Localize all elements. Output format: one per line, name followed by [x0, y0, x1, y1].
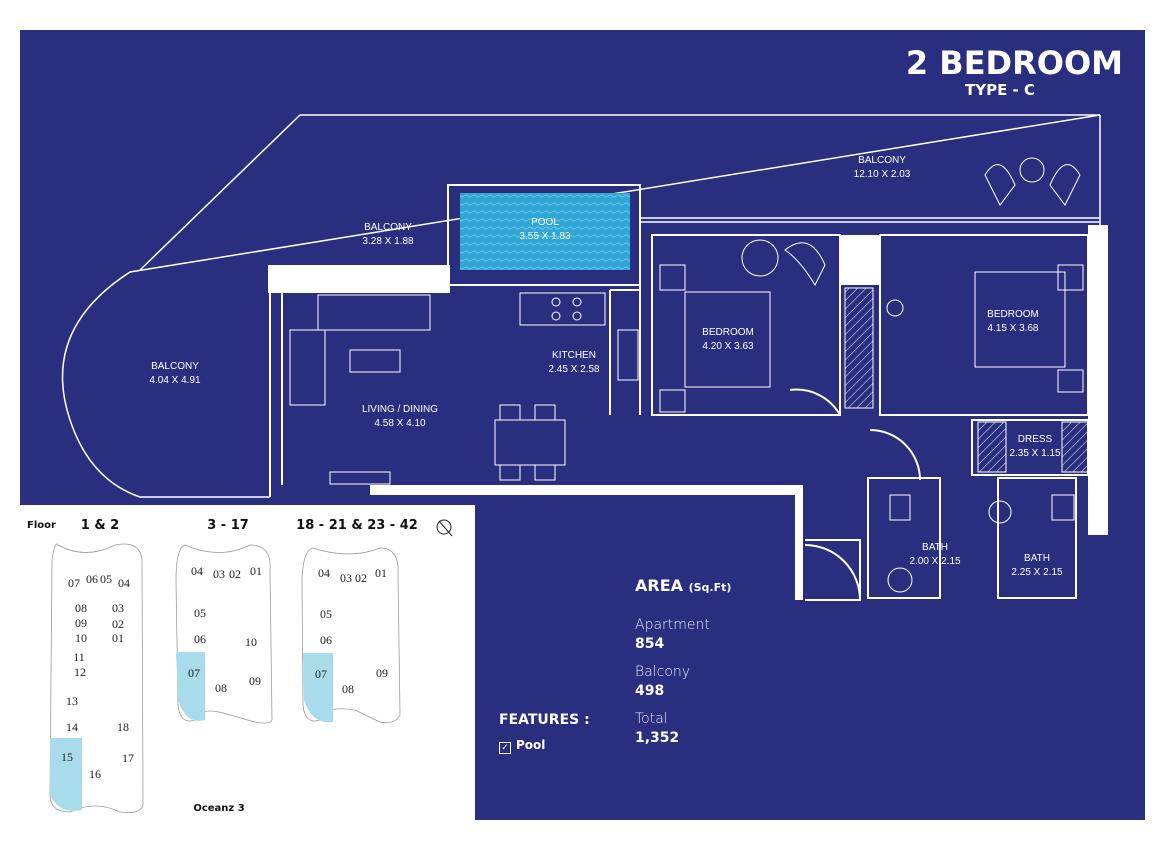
unit-label: 01 — [375, 566, 387, 580]
unit-label: 03 — [112, 601, 124, 615]
unit-label: 09 — [75, 616, 87, 630]
interior-walls — [269, 184, 1089, 601]
area-label: Apartment — [635, 617, 710, 633]
area-summary: AREA (Sq.Ft) Apartment 854 Balcony 498 T… — [635, 576, 731, 746]
unit-label: 05 — [320, 607, 332, 621]
room-name: BATH — [922, 542, 948, 553]
room-size: 2.25 X 2.15 — [1011, 567, 1063, 578]
floor-group-label: 3 - 17 — [207, 518, 249, 533]
compass-icon — [436, 519, 453, 537]
room-size: 4.58 X 4.10 — [374, 418, 426, 429]
floor-label: Floor — [27, 520, 56, 531]
unit-label: 07 — [68, 576, 80, 590]
building-name: Oceanz 3 — [193, 803, 244, 814]
unit-label: 04 — [318, 566, 330, 580]
unit-label: 08 — [215, 681, 227, 695]
unit-label: 08 — [342, 682, 354, 696]
unit-label: 10 — [245, 635, 257, 649]
unit-label: 01 — [112, 631, 124, 645]
room-name: LIVING / DINING — [362, 404, 438, 415]
room-name: BEDROOM — [987, 309, 1039, 320]
room-name: BALCONY — [858, 155, 906, 166]
room-name: BALCONY — [151, 361, 199, 372]
unit-label: 08 — [75, 601, 87, 615]
unit-label: 17 — [122, 751, 134, 765]
room-size: 3.28 X 1.88 — [362, 236, 414, 247]
unit-label: 14 — [66, 720, 78, 734]
unit-label: 04 — [118, 576, 130, 590]
highlighted-unit — [303, 653, 333, 723]
title-sub: TYPE - C — [964, 81, 1035, 99]
room-size: 4.04 X 4.91 — [149, 375, 201, 386]
unit-label: 16 — [89, 767, 101, 781]
balcony-outline — [61, 114, 1101, 498]
room-name: POOL — [531, 217, 559, 228]
unit-title: 2 BEDROOM TYPE - C — [906, 44, 1123, 98]
area-heading: AREA — [635, 576, 684, 595]
area-value: 1,352 — [635, 730, 680, 746]
unit-label: 12 — [74, 665, 86, 679]
title-main: 2 BEDROOM — [905, 44, 1123, 82]
highlighted-unit — [176, 652, 205, 721]
unit-label: 06 — [86, 572, 98, 586]
feature-label: Pool — [516, 738, 546, 752]
features: FEATURES : ✓ Pool — [499, 712, 590, 754]
room-name: KITCHEN — [552, 350, 596, 361]
checkbox-checked-icon: ✓ — [499, 742, 511, 754]
unit-label: 05 — [194, 606, 206, 620]
unit-label: 11 — [73, 650, 85, 664]
room-size: 3.55 X 1.83 — [519, 231, 571, 242]
unit-label: 05 — [100, 572, 112, 586]
unit-label: 18 — [117, 720, 129, 734]
floor-group-label: 18 - 21 & 23 - 42 — [296, 518, 418, 533]
room-size: 4.15 X 3.68 — [987, 323, 1039, 334]
key-plan: Floor 1 & 2 3 - 17 18 - 21 & 23 - 42 Oce… — [27, 518, 453, 814]
room-size: 2.35 X 1.15 — [1009, 448, 1061, 459]
highlighted-unit — [50, 738, 82, 811]
unit-label: 09 — [249, 674, 261, 688]
unit-label: 07 — [188, 666, 200, 680]
unit-label: 01 — [250, 564, 262, 578]
room-name: BALCONY — [364, 222, 412, 233]
room-name: BEDROOM — [702, 327, 754, 338]
room-name: BATH — [1024, 553, 1050, 564]
walls — [268, 225, 1108, 600]
unit-label: 06 — [320, 633, 332, 647]
room-size: 2.00 X 2.15 — [909, 556, 961, 567]
room-size: 12.10 X 2.03 — [854, 169, 911, 180]
unit-label: 15 — [61, 750, 73, 764]
unit-label: 02 — [229, 567, 241, 581]
unit-label: 02 — [355, 571, 367, 585]
furniture — [289, 157, 1084, 593]
unit-label: 03 — [213, 567, 225, 581]
feature-item: ✓ Pool — [499, 738, 590, 754]
area-label: Balcony — [635, 664, 691, 680]
unit-label: 02 — [112, 617, 124, 631]
area-label: Total — [635, 711, 668, 727]
unit-label: 10 — [75, 631, 87, 645]
pool — [460, 193, 630, 270]
floor-group-label: 1 & 2 — [81, 518, 119, 533]
features-heading: FEATURES : — [499, 712, 590, 728]
room-size: 4.20 X 3.63 — [702, 341, 754, 352]
room-labels: BALCONY 12.10 X 2.03 BALCONY 3.28 X 1.88 P… — [149, 155, 1063, 578]
area-value: 854 — [635, 636, 665, 652]
room-name: DRESS — [1018, 434, 1053, 445]
unit-label: 03 — [340, 571, 352, 585]
area-value: 498 — [635, 683, 665, 699]
unit-label: 13 — [66, 694, 78, 708]
unit-label: 07 — [315, 667, 327, 681]
unit-label: 04 — [191, 564, 203, 578]
unit-label: 06 — [194, 632, 206, 646]
area-unit: (Sq.Ft) — [688, 581, 732, 594]
wardrobes — [844, 287, 1089, 473]
room-size: 2.45 X 2.58 — [548, 364, 600, 375]
unit-label: 09 — [376, 666, 388, 680]
